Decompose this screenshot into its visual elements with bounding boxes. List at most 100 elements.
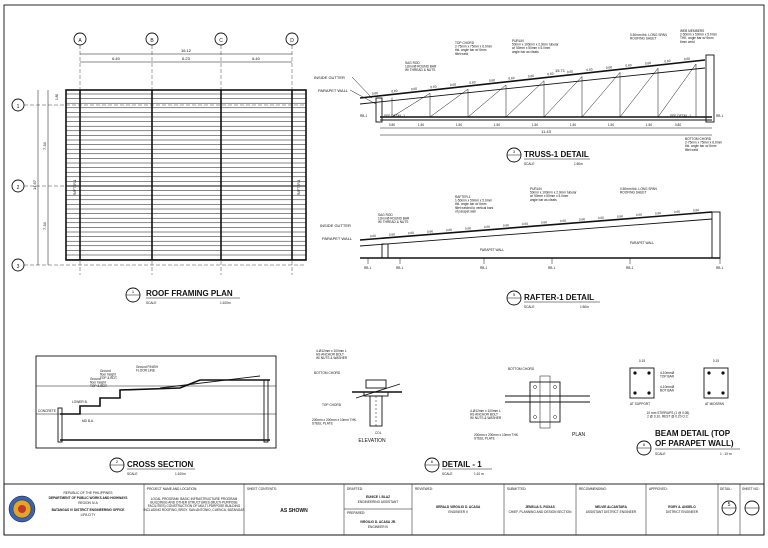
rafter-parapet2-label: PARAPET WALL: [480, 248, 504, 252]
truss-dim-label: 1.50: [494, 123, 500, 127]
tb-reviewed: GERALD VIRGILIO D. ACASA: [436, 505, 481, 509]
row-grid-bubbles: 1 2 3: [11, 98, 25, 272]
title-block: REPUBLIC OF THE PHILIPPINES DEPARTMENT O…: [3, 483, 765, 536]
cross-scale-label: SCALE: [127, 472, 137, 476]
bay-dim-2: 6.23: [182, 56, 191, 61]
cross-scale: 1:100m: [175, 472, 186, 476]
detail-plan-label: PLAN: [572, 432, 585, 438]
truss-dim-label: 0.80: [389, 123, 395, 127]
rafter-label-right: RAFTER-1: [297, 179, 301, 195]
truss-diagonal-web: [543, 76, 583, 118]
rafter-purlin-spacing: 0.60: [636, 213, 643, 217]
rafter-purlin-spacing: 0.60: [503, 223, 510, 227]
truss-purlin-spacing: 0.60: [430, 85, 437, 90]
truss-scale-label: SCALE: [524, 162, 534, 166]
detail-title-num: 6: [431, 459, 434, 464]
rafter-purlin-spacing: 0.60: [693, 208, 700, 212]
truss-dim-label: 1.50: [532, 123, 538, 127]
truss-diagonal-web: [391, 93, 431, 118]
rafter-rb-label: RB-1: [396, 266, 403, 270]
rafter-parapet3-label: PARAPET WALL: [630, 241, 654, 245]
side-dim-2: 7.34: [42, 221, 47, 230]
grid-row-1: 1: [17, 104, 20, 110]
tb-prepared-role: ENGINEER III: [368, 525, 388, 529]
cross-label-d: LOWER B.: [72, 400, 88, 404]
truss-see-detail-right: SEE DETAIL-1: [670, 114, 691, 118]
truss-dim-label: 1.50: [646, 123, 652, 127]
truss-purlin-spacing: 0.60: [372, 91, 379, 96]
rafter-purlin-spacing: 0.60: [389, 232, 396, 236]
grid-col-d: D: [290, 38, 294, 44]
tb-submitted: JENELIA S. ROXAS: [525, 505, 554, 509]
truss-purlin-spacing: 0.60: [625, 63, 632, 68]
truss-diagonal-web: [505, 80, 545, 118]
tb-sheet-no-h: SHEET NO.:: [742, 487, 760, 491]
truss-purlin-spacing: 0.60: [508, 76, 515, 81]
beam-scale-label: SCALE: [655, 452, 665, 456]
rafter-purlin-spacing: 0.60: [427, 229, 434, 233]
tb-project-header: PROJECT NAME AND LOCATION:: [147, 487, 197, 491]
detail-title-text: DETAIL - 1: [442, 460, 482, 469]
tb-submitted-h: SUBMITTED:: [507, 487, 526, 491]
truss-detail: 0.60 0.60 0.60 0.60 0.60 0.60 0.60 0.60 0.60 0.60…: [314, 29, 723, 166]
tb-project: LOCAL PROGRAM: BASIC INFRASTRUCTURE PROG…: [143, 497, 244, 512]
truss-spacing-labels: 0.60 0.60 0.60 0.60 0.60 0.60 0.60 0.60 0.60 0.60…: [372, 57, 691, 96]
truss-purlin-spacing: 0.60: [586, 67, 593, 72]
truss-rb-left: RB-1: [360, 114, 367, 118]
truss-dim-label: 0.80: [675, 123, 681, 127]
roof-plan-scale: 1:100m: [220, 301, 231, 305]
rafter-purlin-spacing: 0.60: [560, 219, 567, 223]
truss-scale: 1:50m: [574, 162, 583, 166]
tb-approved-role: DISTRICT ENGINEER: [666, 510, 699, 514]
cross-label-f: MD B.A.: [82, 419, 94, 423]
tb-prepared: VIRGILIO D. ACASA JR.: [360, 520, 396, 524]
rafter-purlin-spacing: 0.60: [446, 228, 453, 232]
purlin-lines: [66, 93, 306, 260]
cross-title-text: CROSS SECTION: [127, 460, 193, 469]
truss-purlin-spacing: 0.60: [684, 57, 691, 62]
rafter-label-left: RAFTER-1: [73, 179, 77, 195]
tb-office: BATANGAS IV DISTRICT ENGINEERING OFFICE: [52, 508, 125, 512]
truss-webs: [391, 63, 697, 118]
truss-purlin-spacing: 0.60: [528, 74, 535, 79]
truss-purlin-spacing: 0.60: [469, 80, 476, 85]
bay-dim-1: 6.40: [112, 56, 121, 61]
beam-support-label: AT SUPPORT: [630, 402, 650, 406]
bay-dim-3: 6.40: [252, 56, 261, 61]
truss-purlin-spacing: 0.60: [547, 72, 554, 77]
truss-purlin-spacing: 0.60: [450, 82, 457, 87]
rafter-purlin-spacing: 0.60: [465, 226, 472, 230]
roof-plan-title: 1 ROOF FRAMING PLAN SCALE 1:100m: [125, 287, 240, 305]
tb-drafted-h: DRAFTED:: [347, 487, 363, 491]
detail-scale-label: SCALE: [442, 472, 452, 476]
tb-detail-num: 5: [728, 502, 731, 508]
roof-outline: [65, 89, 307, 261]
tb-drafted: EUNICE I. BLAZ: [366, 495, 390, 499]
grid-row-3: 3: [17, 264, 20, 270]
truss-see-detail-left: SEE DETAIL-1: [384, 114, 405, 118]
roof-framing-plan: A B C D 1 2 3 16.12 6.40 6.23 6.40 1.80 …: [11, 32, 307, 305]
detail-scale: 1:10 m: [474, 472, 484, 476]
rafter-title-num: 5: [513, 292, 516, 297]
detail-bottom-label: BOTTOM CHORD: [314, 371, 341, 375]
column-grid-bubbles: A B C D: [73, 32, 299, 46]
truss-purlin-spacing: 0.60: [411, 87, 418, 92]
grid-col-a: A: [78, 38, 82, 44]
rafter-title-text: RAFTER-1 DETAIL: [524, 293, 594, 302]
